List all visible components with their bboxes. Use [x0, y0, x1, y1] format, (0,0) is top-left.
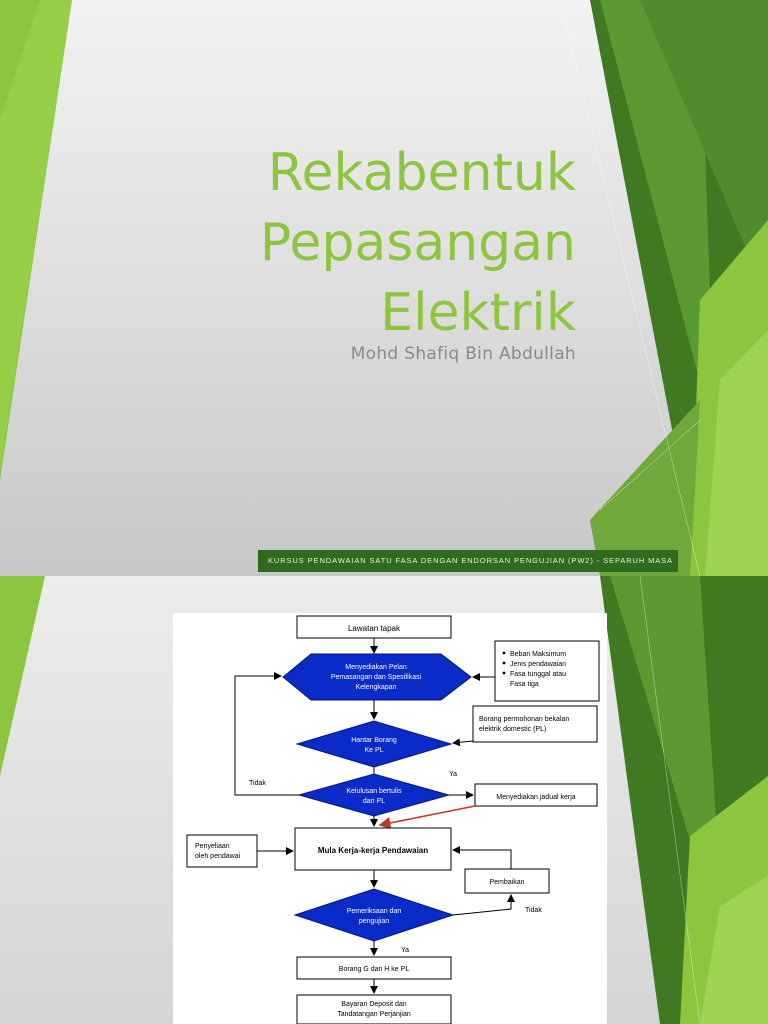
- penyeliaan-box: [186, 834, 258, 868]
- title-line: Rekabentuk: [267, 143, 576, 203]
- slide-title: Rekabentuk Pepasangan Elektrik: [56, 138, 576, 348]
- note-item: Fasa tiga: [510, 681, 539, 688]
- bayaran-box: [296, 994, 452, 1024]
- pembaikan-label: Pembaikan: [489, 879, 524, 886]
- course-footer: KURSUS PENDAWAIAN SATU FASA DENGAN ENDOR…: [258, 550, 678, 572]
- pemeriksaan-label: Pemeriksaan dan: [347, 908, 402, 915]
- bullet-icon: [502, 661, 506, 665]
- title-slide: Rekabentuk Pepasangan Elektrik Mohd Shaf…: [0, 0, 768, 576]
- notes-box: [494, 640, 600, 702]
- ya-label: Ya: [449, 771, 457, 778]
- mula-kerja-box: [294, 827, 452, 871]
- menyediakan-pelan-shape: [282, 653, 472, 701]
- flowchart-diagram: Lawatan tapak Menyediakan Pelan Pemasang…: [186, 615, 600, 1024]
- hantar-borang-label: Hantar Borang: [351, 737, 397, 744]
- title-line: Pepasangan: [259, 213, 576, 273]
- flow-arrow: [452, 846, 512, 869]
- note-item: Jenis pendawaian: [510, 661, 566, 668]
- red-flow-arrow: [378, 805, 476, 829]
- bullet-icon: [502, 651, 506, 655]
- bayaran-label: Tandatangan Perjanjian: [337, 1011, 411, 1018]
- slide-subtitle: Mohd Shafiq Bin Abdullah: [350, 344, 576, 364]
- note-item: Fasa tunggal atau: [510, 671, 566, 678]
- flow-arrow: [452, 738, 474, 747]
- note-item: Beban Maksimum: [510, 651, 566, 658]
- borang-permohonan-box: [472, 705, 598, 743]
- menyediakan-pelan-label: Kelengkapan: [356, 684, 397, 691]
- tidak-label: Tidak: [525, 907, 542, 914]
- pemeriksaan-shape: [293, 888, 455, 942]
- pemeriksaan-label: pengujian: [359, 918, 389, 925]
- bayaran-label: Bayaran Deposit dan: [341, 1001, 406, 1008]
- kelulusan-shape: [297, 773, 451, 817]
- menyediakan-jadual-box: [474, 783, 598, 807]
- green-triangle-decoration: [0, 0, 768, 576]
- penyeliaan-label: oleh pendawai: [195, 853, 241, 860]
- pembaikan-box: [464, 868, 550, 894]
- flowchart: Lawatan tapak Menyediakan Pelan Pemasang…: [173, 613, 607, 1024]
- kelulusan-label: Kelulusan bertulis: [346, 788, 402, 795]
- lawatan-tapak-label: Lawatan tapak: [348, 624, 401, 633]
- borang-permohonan-label: elektrik domestic (PL): [479, 726, 546, 733]
- mula-kerja-label: Mula Kerja-kerja Pendawaian: [318, 846, 428, 855]
- title-line: Elektrik: [380, 283, 576, 343]
- bullet-icon: [502, 671, 506, 675]
- tidak-arrow: [452, 894, 515, 916]
- tidak-label: Tidak: [249, 780, 266, 787]
- menyediakan-pelan-label: Menyediakan Pelan: [345, 664, 407, 671]
- menyediakan-jadual-label: Menyediakan jadual kerja: [496, 794, 575, 801]
- flowchart-slide: Lawatan tapak Menyediakan Pelan Pemasang…: [0, 576, 768, 1024]
- borang-gh-label: Borang G dan H ke PL: [339, 966, 410, 973]
- tidak-loop-arrow: [234, 672, 299, 796]
- penyeliaan-label: Penyeliaan: [195, 843, 230, 850]
- green-triangle-decoration: [0, 576, 768, 1024]
- kelulusan-label: dari PL: [363, 798, 385, 805]
- ya-label: Ya: [401, 947, 409, 954]
- borang-permohonan-label: Borang permohonan bekalan: [479, 716, 569, 723]
- hantar-borang-label: Ke PL: [364, 747, 383, 754]
- menyediakan-pelan-label: Pemasangan dan Spesifikasi: [331, 674, 422, 681]
- hantar-borang-shape: [295, 720, 453, 768]
